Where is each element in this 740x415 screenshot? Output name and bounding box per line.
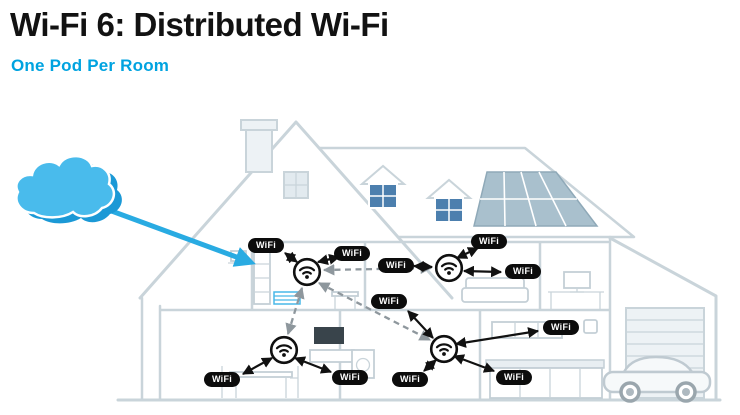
wifi-device-badge: WiFi	[378, 258, 414, 273]
page-title: Wi-Fi 6: Distributed Wi-Fi	[10, 6, 389, 43]
page-subtitle: One Pod Per Room	[11, 56, 170, 75]
car	[602, 355, 712, 403]
wifi-pod-icon	[269, 335, 299, 365]
wifi-device-badge: WiFi	[496, 370, 532, 385]
wifi-device-badge: WiFi	[392, 372, 428, 387]
wifi-device-badge: WiFi	[332, 370, 368, 385]
cloud-icon	[15, 154, 122, 224]
solar-panels	[473, 171, 599, 227]
wifi-device-badge: WiFi	[471, 234, 507, 249]
wifi-pod-icon	[429, 334, 459, 364]
dormer-windows	[359, 164, 473, 223]
chimney	[240, 119, 278, 173]
wifi-pod-icon	[434, 253, 464, 283]
wifi-device-badge: WiFi	[371, 294, 407, 309]
wifi-pod-icon	[292, 257, 322, 287]
internet-link	[97, 203, 256, 267]
furniture	[221, 249, 605, 399]
attic-window	[283, 171, 309, 199]
wifi-device-badge: WiFi	[248, 238, 284, 253]
wifi-device-badge: WiFi	[204, 372, 240, 387]
wifi-device-badge: WiFi	[334, 246, 370, 261]
wifi-device-badge: WiFi	[505, 264, 541, 279]
wifi-device-badge: WiFi	[543, 320, 579, 335]
